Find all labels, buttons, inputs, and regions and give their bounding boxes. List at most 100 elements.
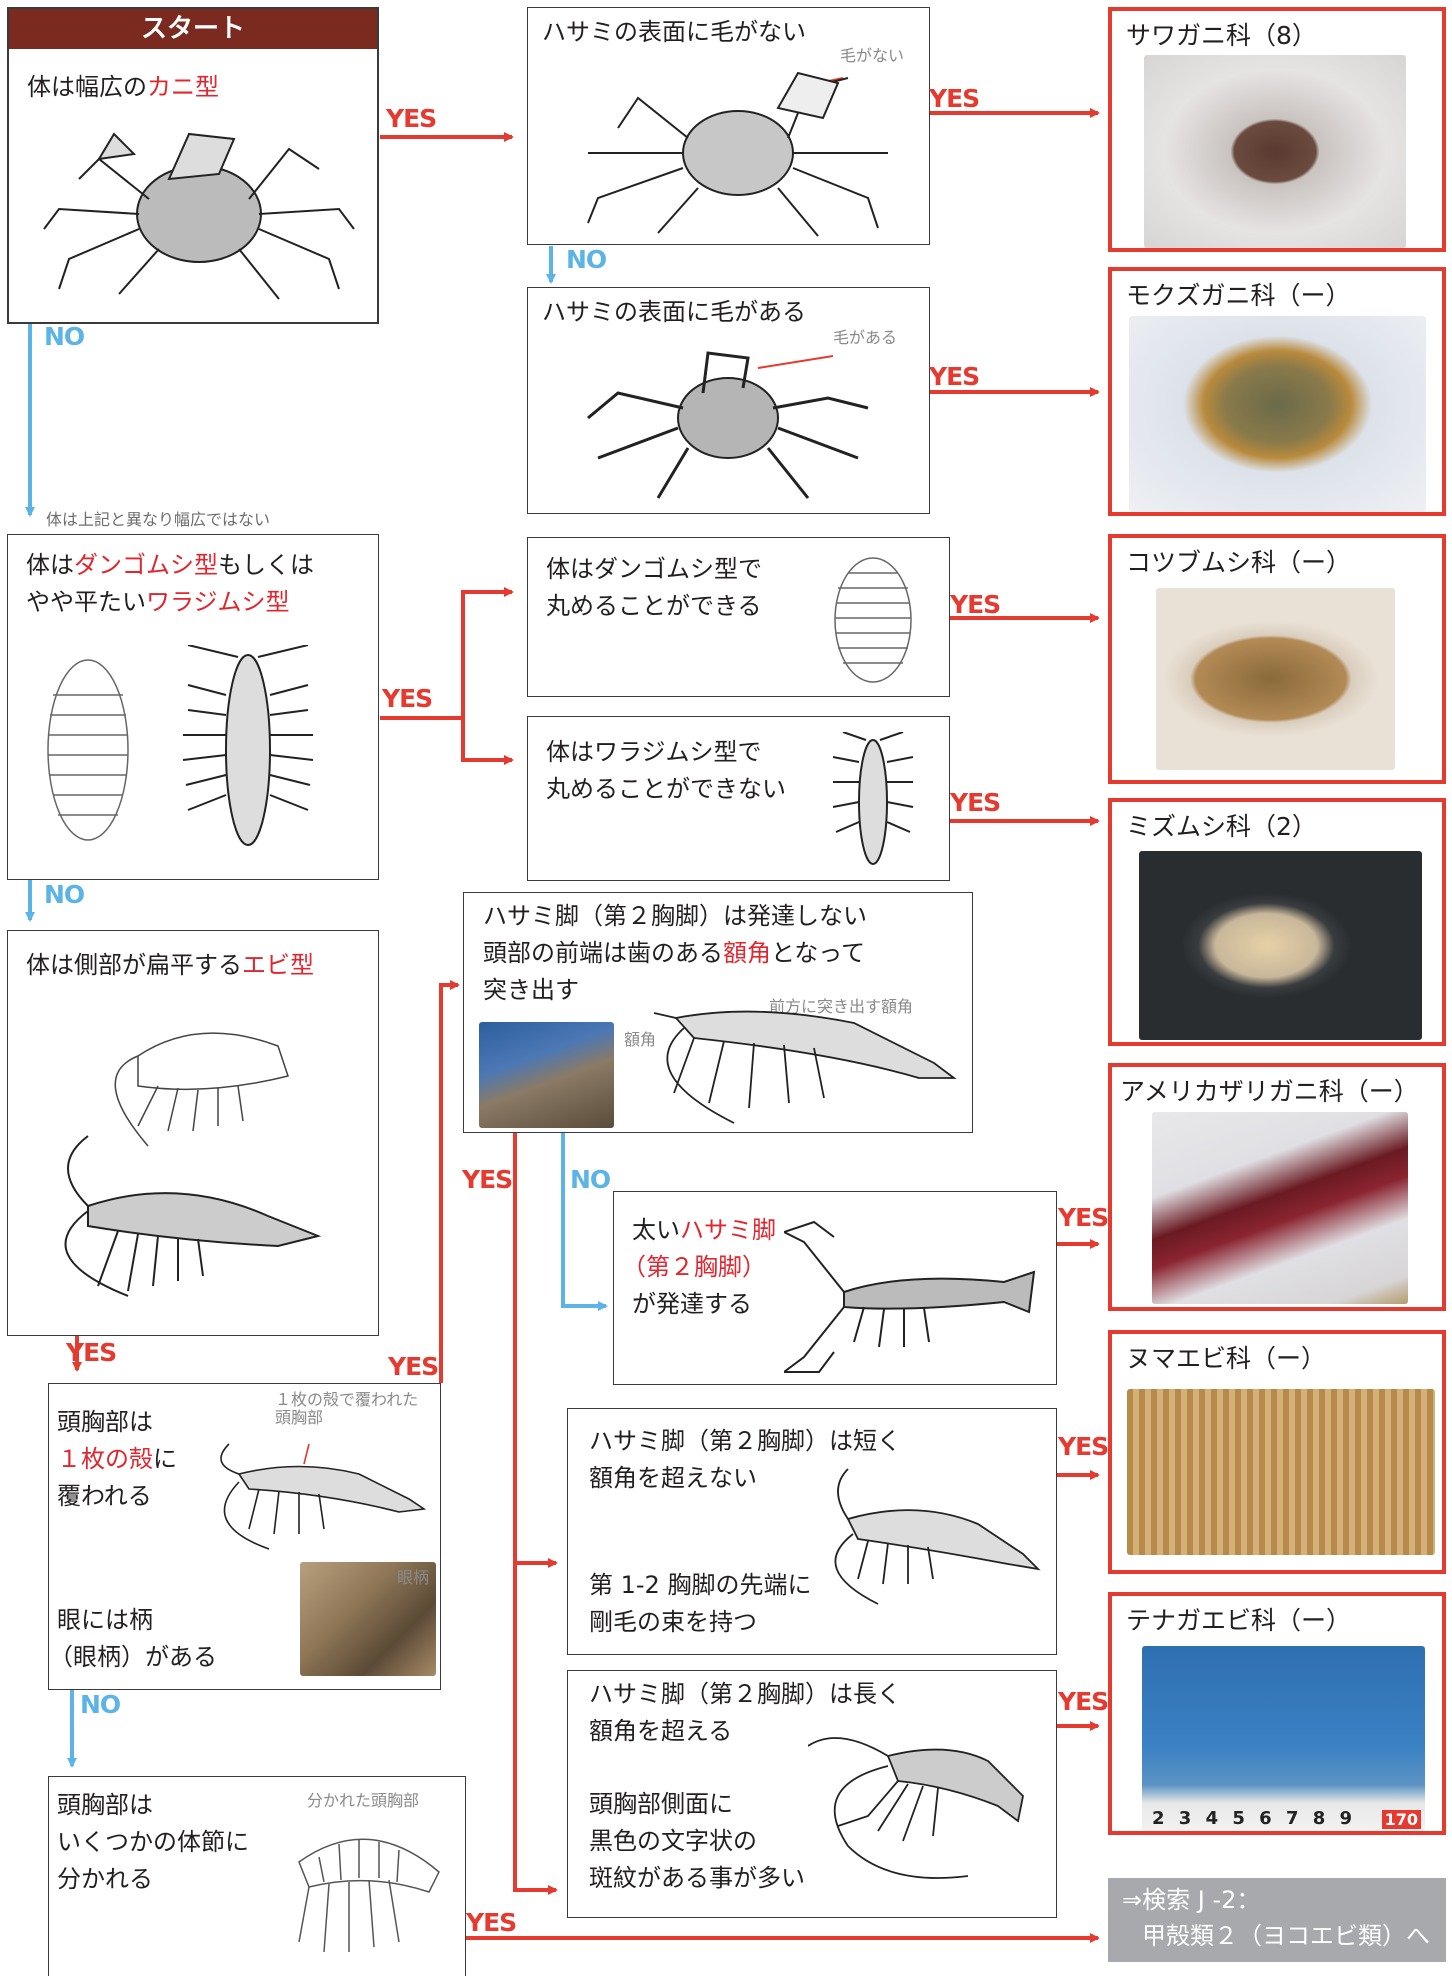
result-label-numaebi: ヌマエビ科（ー）: [1126, 1344, 1327, 1373]
segmented-note: 分かれた頭胸部: [307, 1791, 420, 1810]
hair-crab-box: ハサミの表面に毛がある 毛がある: [527, 287, 930, 514]
long-claw-line3: 頭胸部側面に: [589, 1790, 733, 1818]
next-line2: 甲殻類２（ヨコエビ類）へ: [1142, 1922, 1430, 1950]
rostrum-line2: 頭部の前端は歯のある額角となって: [483, 939, 866, 967]
eyestalk-note: 眼柄: [397, 1568, 430, 1587]
ruler-numbers: 2 3 4 5 6 7 8 9: [1152, 1808, 1357, 1829]
rostrum-photo-note: 額角: [624, 1030, 657, 1049]
rostrum-line3: 突き出す: [483, 976, 579, 1004]
shrimp-text: 体は側部が扁平するエビ型: [26, 951, 314, 979]
result-sawagani[interactable]: サワガニ科（8）: [1108, 7, 1446, 252]
result-label-amerikazarigani: アメリカザリガニ科（ー）: [1120, 1077, 1419, 1106]
carapace-note1: １枚の殻で覆われた: [275, 1390, 419, 1409]
yes-label-flat: YES: [950, 788, 1001, 817]
flat-line1: 体はワラジムシ型で: [546, 738, 762, 766]
crayfish-box: 太いハサミ脚 （第２胸脚） が発達する: [613, 1191, 1057, 1385]
crayfish-line1: 太いハサミ脚: [632, 1216, 776, 1244]
eyestalk-photo: [300, 1562, 436, 1676]
kotsubumushi-photo: [1156, 588, 1395, 770]
yes-label-pill: YES: [950, 590, 1001, 619]
long-claw-box: ハサミ脚（第２胸脚）は長く 額角を超える 頭胸部側面に 黒色の文字状の 斑紋があ…: [567, 1670, 1057, 1918]
flat-illustration: [832, 732, 914, 865]
no-label-no-hair: NO: [566, 245, 607, 274]
sawagani-photo: [1144, 55, 1406, 248]
result-label-kotsubumushi: コツブムシ科（ー）: [1126, 548, 1352, 577]
segmented-box: 頭胸部は いくつかの体節に 分かれる 分かれた頭胸部: [48, 1776, 466, 1976]
yes-label-start: YES: [386, 104, 437, 133]
next-key-link[interactable]: ⇒検索 J -2： 甲殻類２（ヨコエビ類）へ: [1108, 1878, 1446, 1962]
carapace-line1: 頭胸部は: [57, 1408, 153, 1436]
no-hair-note: 毛がない: [840, 46, 905, 65]
result-kotsubumushi[interactable]: コツブムシ科（ー）: [1108, 534, 1446, 784]
yes-label-no-hair: YES: [929, 84, 980, 113]
isopod-line1: 体はダンゴムシ型もしくは: [26, 551, 314, 579]
short-claw-line4: 剛毛の束を持つ: [589, 1608, 757, 1636]
carapace-line3: 覆われる: [57, 1482, 152, 1510]
start-text: 体は幅広のカニ型: [27, 73, 219, 101]
crayfish-line2: （第２胸脚）: [622, 1253, 766, 1281]
start-note: 体は上記と異なり幅広ではない: [46, 510, 271, 529]
pill-line1: 体はダンゴムシ型で: [546, 555, 762, 583]
short-claw-line2: 額角を超えない: [589, 1464, 757, 1492]
yes-label-crayfish: YES: [1058, 1203, 1109, 1232]
yes-label-segmented: YES: [466, 1908, 517, 1937]
yes-label-long-claw: YES: [1058, 1687, 1109, 1716]
next-line1: ⇒検索 J -2：: [1122, 1886, 1261, 1914]
segmented-line3: 分かれる: [57, 1865, 153, 1893]
yes-label-hair: YES: [929, 362, 980, 391]
start-title: スタート: [9, 9, 377, 49]
tenagaebi-photo: 2 3 4 5 6 7 8 9 170: [1142, 1646, 1425, 1831]
isopod-line2: やや平たいワラジムシ型: [26, 588, 290, 616]
no-label-rostrum: NO: [570, 1165, 611, 1194]
carapace-shrimp-illustration: [220, 1443, 427, 1550]
yes-label-isopod: YES: [382, 684, 433, 713]
carapace-note2: 頭胸部: [275, 1408, 324, 1427]
long-claw-line2: 額角を超える: [589, 1717, 733, 1745]
crab-hair-illustration: [587, 351, 869, 499]
yes-label-carapace: YES: [388, 1352, 439, 1381]
carapace-box: 頭胸部は １枚の殻に 覆われる １枚の殻で覆われた 頭胸部 眼には柄 （眼柄）が…: [48, 1383, 441, 1690]
mokuzugani-photo: [1129, 316, 1426, 512]
segmented-line2: いくつかの体節に: [57, 1828, 249, 1856]
shrimp-illustrations: [64, 1032, 322, 1297]
long-claw-illustration: [808, 1737, 1024, 1879]
rostrum-shrimp-illustration: [654, 1010, 957, 1124]
flat-box: 体はワラジムシ型で 丸めることができない: [527, 716, 950, 881]
long-claw-line5: 斑紋がある事が多い: [589, 1864, 805, 1892]
ruler-end: 170: [1381, 1810, 1421, 1829]
result-tenagaebi[interactable]: テナガエビ科（ー） 2 3 4 5 6 7 8 9 170: [1108, 1592, 1446, 1835]
no-label-start: NO: [44, 322, 85, 351]
no-hair-text: ハサミの表面に毛がない: [542, 18, 806, 46]
start-box: スタート 体は幅広のカニ型: [7, 7, 379, 324]
result-amerikazarigani[interactable]: アメリカザリガニ科（ー）: [1108, 1063, 1446, 1311]
result-label-tenagaebi: テナガエビ科（ー）: [1126, 1606, 1352, 1635]
no-hair-crab-box: ハサミの表面に毛がない 毛がない: [527, 7, 930, 245]
hair-note: 毛がある: [833, 328, 898, 347]
flat-line2: 丸めることができない: [546, 775, 786, 803]
rostrum-line1: ハサミ脚（第２胸脚）は発達しない: [483, 902, 867, 930]
rostrum-photo: [479, 1022, 614, 1128]
pill-illustration: [834, 557, 912, 683]
result-numaebi[interactable]: ヌマエビ科（ー）: [1108, 1330, 1446, 1574]
isopod-illustrations: [47, 645, 314, 846]
shrimp-box: 体は側部が扁平するエビ型: [7, 930, 379, 1336]
result-label-mokuzugani: モクズガニ科（ー）: [1126, 281, 1351, 310]
result-label-sawagani: サワガニ科（8）: [1126, 21, 1317, 50]
crayfish-illustration: [784, 1220, 1036, 1373]
carapace-line2: １枚の殻に: [57, 1445, 177, 1473]
segmented-line1: 頭胸部は: [57, 1791, 153, 1819]
result-mokuzugani[interactable]: モクズガニ科（ー）: [1108, 267, 1446, 516]
crab-illustration: [43, 132, 355, 300]
carapace-line5: （眼柄）がある: [49, 1643, 217, 1671]
numaebi-photo: [1127, 1389, 1435, 1555]
amphipod-illustration: [298, 1838, 440, 1953]
isopod-box: 体はダンゴムシ型もしくは やや平たいワラジムシ型: [7, 534, 379, 880]
amerikazarigani-photo: [1152, 1112, 1408, 1304]
crayfish-line3: が発達する: [632, 1290, 752, 1318]
short-claw-line1: ハサミ脚（第２胸脚）は短く: [589, 1427, 901, 1455]
yes-label-shrimp: YES: [66, 1338, 117, 1367]
rostrum-box: ハサミ脚（第２胸脚）は発達しない 頭部の前端は歯のある額角となって 突き出す 額…: [463, 892, 973, 1133]
result-mizumushi[interactable]: ミズムシ科（2）: [1108, 798, 1446, 1046]
carapace-line4: 眼には柄: [57, 1606, 153, 1634]
